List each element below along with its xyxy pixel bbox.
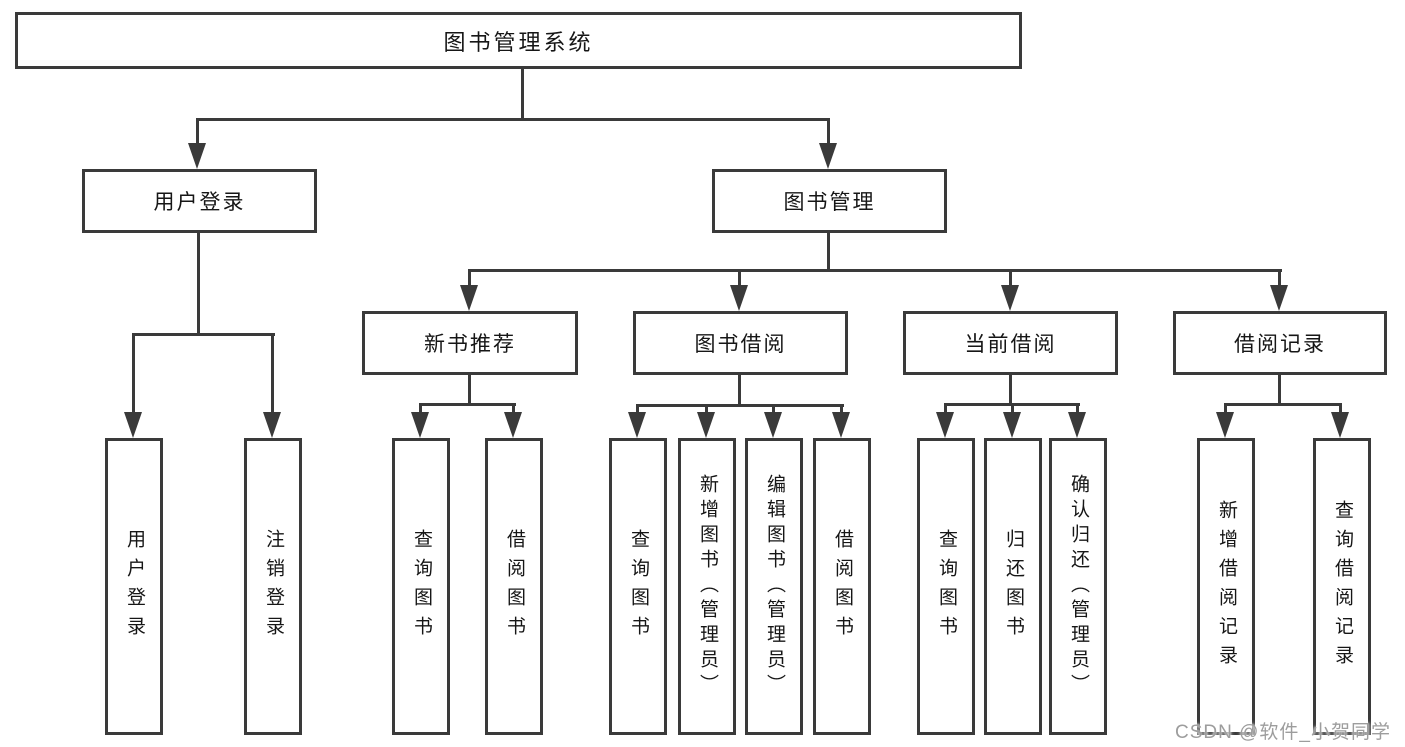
connector-arrow-down: [504, 406, 522, 438]
connector-arrow-down: [628, 406, 646, 438]
leaf-borrow-books-recommend: 借阅图书: [485, 438, 543, 735]
connector-rail: [468, 269, 1282, 272]
connector-arrow-down: [460, 272, 478, 311]
leaf-add-borrow-record: 新增借阅记录: [1197, 438, 1255, 735]
leaf-edit-books-admin: 编辑图书（管理员）: [745, 438, 803, 735]
connector-stem: [1278, 375, 1281, 405]
node-library-management-system: 图书管理系统: [15, 12, 1022, 69]
connector-arrow-down: [1001, 272, 1019, 311]
connector-stem: [521, 69, 524, 121]
leaf-confirm-return-admin: 确认归还（管理员）: [1049, 438, 1107, 735]
connector-arrow-down: [1331, 406, 1349, 438]
node-book-borrowing: 图书借阅: [633, 311, 848, 375]
connector-stem: [738, 375, 741, 406]
connector-arrow-down: [1216, 406, 1234, 438]
connector-rail: [636, 404, 844, 407]
connector-arrow-down: [730, 272, 748, 311]
connector-arrow-down: [819, 121, 837, 169]
connector-arrow-down: [1068, 406, 1086, 438]
connector-stem: [827, 233, 830, 271]
connector-arrow-down: [411, 406, 429, 438]
connector-arrow-down: [697, 406, 715, 438]
node-current-borrowing: 当前借阅: [903, 311, 1118, 375]
connector-arrow-down: [263, 336, 281, 438]
connector-rail: [196, 118, 830, 121]
leaf-logout: 注销登录: [244, 438, 302, 735]
connector-stem: [197, 233, 200, 335]
connector-rail: [132, 333, 275, 336]
connector-rail: [419, 403, 516, 406]
connector-arrow-down: [188, 121, 206, 169]
leaf-query-books-borrow: 查询图书: [609, 438, 667, 735]
node-new-book-recommend: 新书推荐: [362, 311, 578, 375]
leaf-add-books-admin: 新增图书（管理员）: [678, 438, 736, 735]
node-user-login: 用户登录: [82, 169, 317, 233]
connector-rail: [1224, 403, 1342, 406]
leaf-user-login: 用户登录: [105, 438, 163, 735]
leaf-return-books: 归还图书: [984, 438, 1042, 735]
leaf-query-books-recommend: 查询图书: [392, 438, 450, 735]
connector-stem: [468, 375, 471, 405]
connector-stem: [1009, 375, 1012, 405]
connector-arrow-down: [124, 336, 142, 438]
csdn-watermark: CSDN @软件_小贺同学: [1175, 722, 1391, 743]
connector-arrow-down: [1003, 406, 1021, 438]
connector-arrow-down: [832, 406, 850, 438]
leaf-borrow-books: 借阅图书: [813, 438, 871, 735]
connector-arrow-down: [764, 406, 782, 438]
connector-arrow-down: [936, 406, 954, 438]
connector-rail: [944, 403, 1080, 406]
connector-arrow-down: [1270, 272, 1288, 311]
node-borrowing-records: 借阅记录: [1173, 311, 1387, 375]
leaf-query-borrow-record: 查询借阅记录: [1313, 438, 1371, 735]
node-book-management: 图书管理: [712, 169, 947, 233]
leaf-query-books-current: 查询图书: [917, 438, 975, 735]
